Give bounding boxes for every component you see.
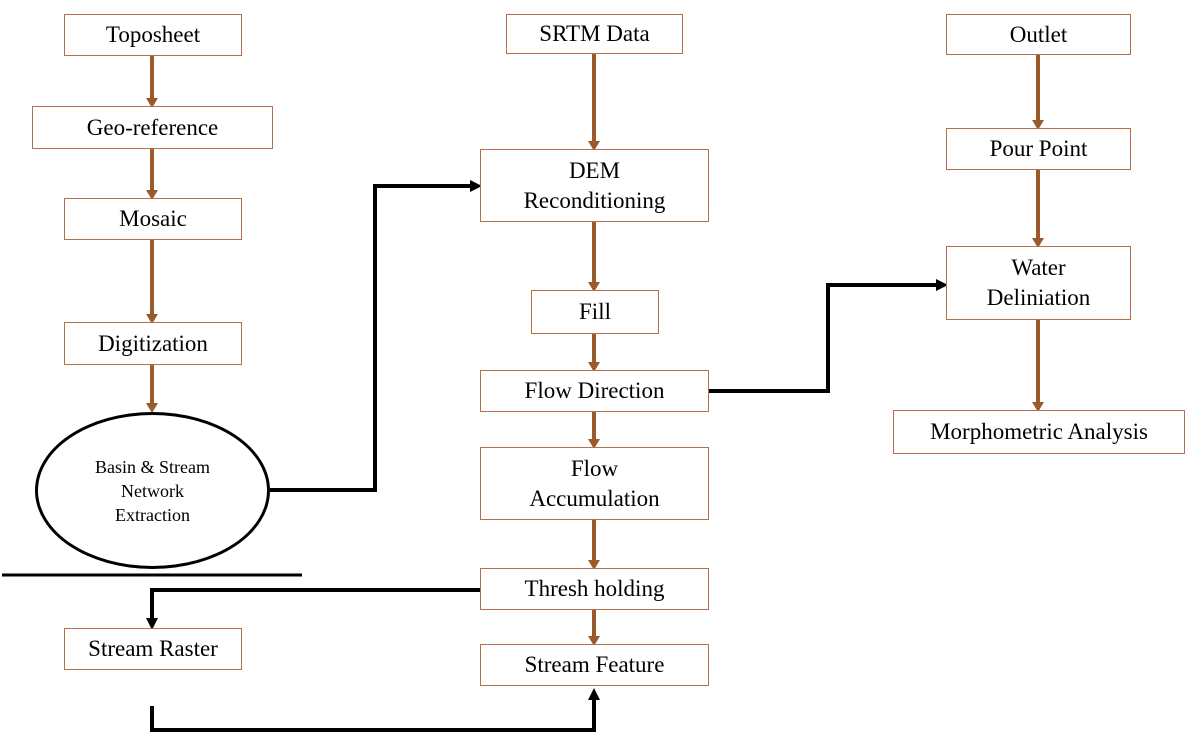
toposheet-box: Toposheet: [64, 14, 242, 56]
basin-line-3: Extraction: [115, 504, 190, 525]
stream-raster-box: Stream Raster: [64, 628, 242, 670]
outlet-box: Outlet: [946, 14, 1131, 55]
fill-label: Fill: [579, 299, 611, 324]
thresh-holding-label: Thresh holding: [524, 576, 665, 601]
flow-accumulation-box: Flow Accumulation: [480, 447, 709, 520]
link-thresh-to-streamraster: [150, 588, 482, 620]
toposheet-label: Toposheet: [105, 22, 201, 47]
pour-point-box: Pour Point: [946, 128, 1131, 170]
digitization-label: Digitization: [98, 330, 208, 356]
flow-direction-box: Flow Direction: [480, 370, 709, 412]
fill-box: Fill: [531, 290, 659, 334]
basin-line-2: Network: [121, 480, 184, 501]
digitization-box: Digitization: [64, 322, 242, 365]
mosaic-label: Mosaic: [119, 206, 187, 231]
link-basin-to-dem: [270, 184, 472, 492]
water-line-1: Water: [1011, 255, 1066, 280]
thresh-holding-box: Thresh holding: [480, 568, 709, 610]
morphometric-analysis-label: Morphometric Analysis: [930, 419, 1148, 444]
outlet-label: Outlet: [1009, 21, 1068, 47]
flow-acc-line-2: Accumulation: [529, 485, 660, 511]
srtm-data-box: SRTM Data: [506, 14, 683, 54]
dem-line-1: DEM: [568, 157, 621, 183]
stream-feature-label: Stream Feature: [524, 652, 665, 677]
srtm-data-label: SRTM Data: [539, 21, 650, 46]
water-deliniation-box: Water Deliniation: [946, 246, 1131, 320]
basin-line-1: Basin & Stream: [95, 456, 210, 477]
pour-point-label: Pour Point: [989, 136, 1088, 161]
flow-direction-label: Flow Direction: [524, 378, 665, 403]
stream-feature-box: Stream Feature: [480, 644, 709, 686]
water-line-2: Deliniation: [986, 285, 1091, 310]
dem-reconditioning-box: DEM Reconditioning: [480, 149, 709, 222]
geo-reference-box: Geo-reference: [32, 106, 273, 149]
morphometric-analysis-box: Morphometric Analysis: [893, 410, 1185, 454]
basin-stream-extraction-ellipse: Basin & Stream Network Extraction: [35, 412, 270, 569]
flow-acc-line-1: Flow: [570, 455, 619, 481]
dem-line-2: Reconditioning: [523, 187, 666, 213]
stream-raster-label: Stream Raster: [88, 636, 218, 661]
link-streamraster-to-streamfeature: [150, 698, 596, 732]
link-flowdir-to-water: [709, 283, 938, 393]
geo-reference-label: Geo-reference: [86, 114, 219, 140]
mosaic-box: Mosaic: [64, 198, 242, 240]
